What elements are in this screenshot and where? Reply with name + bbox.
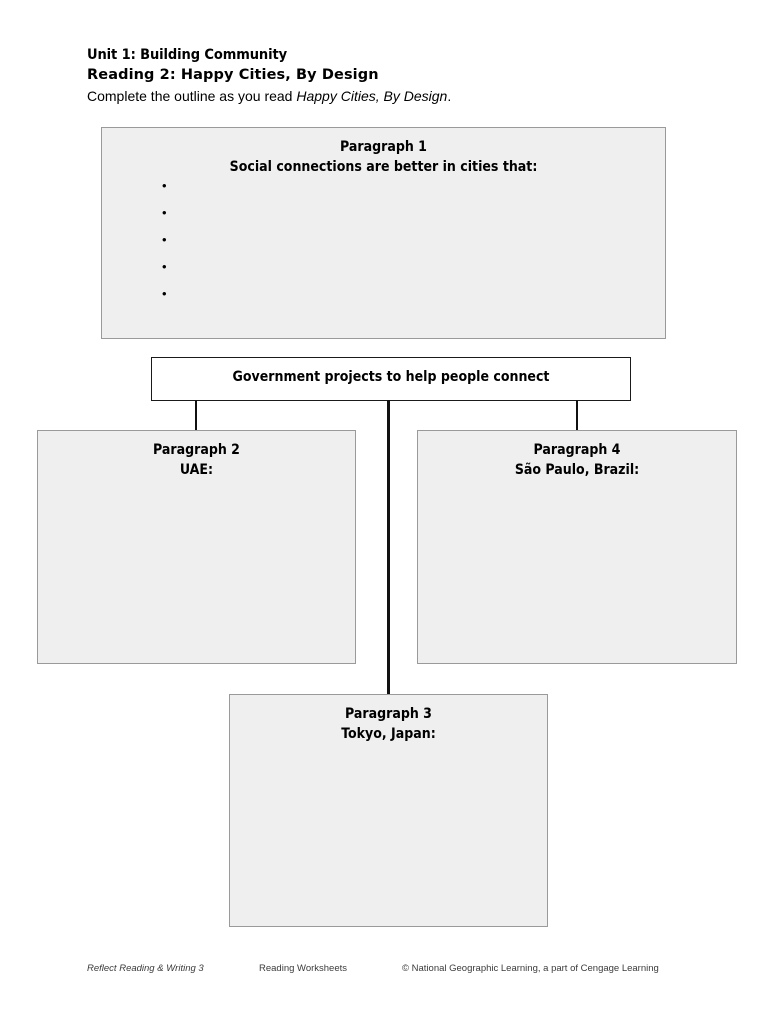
paragraph1-title: Paragraph 1 — [340, 139, 427, 155]
footer-copyright: © National Geographic Learning, a part o… — [402, 963, 659, 974]
government-projects-box[interactable]: Government projects to help people conne… — [151, 357, 631, 401]
paragraph4-box[interactable]: Paragraph 4 São Paulo, Brazil: — [417, 430, 737, 664]
instruction-book-title: Happy Cities, By Design — [296, 88, 448, 104]
page-header: Unit 1: Building Community Reading 2: Ha… — [87, 46, 707, 106]
paragraph3-title: Paragraph 3 — [345, 706, 432, 722]
paragraph4-heading-group: Paragraph 4 São Paulo, Brazil: — [418, 431, 736, 480]
instruction-line: Complete the outline as you read Happy C… — [87, 86, 707, 106]
connector-line-right — [576, 400, 578, 431]
paragraph3-subtitle: Tokyo, Japan: — [341, 726, 436, 742]
unit-title: Unit 1: Building Community — [87, 47, 288, 63]
instruction-suffix: . — [447, 88, 452, 104]
reading-title: Reading 2: Happy Cities, By Design — [87, 67, 379, 83]
footer-section: Reading Worksheets — [259, 963, 348, 974]
footer-book-title: Reflect Reading & Writing 3 — [87, 963, 204, 974]
paragraph4-title: Paragraph 4 — [533, 442, 621, 458]
government-projects-title: Government projects to help people conne… — [232, 369, 550, 385]
paragraph1-heading-group: Paragraph 1 Social connections are bette… — [102, 128, 665, 177]
page-footer: Reflect Reading & Writing 3 Reading Works… — [87, 963, 687, 974]
paragraph2-subtitle: UAE: — [179, 462, 214, 478]
instruction-prefix: Complete the outline as you read — [87, 88, 297, 104]
paragraph4-subtitle: São Paulo, Brazil: — [514, 462, 640, 478]
paragraph3-box[interactable]: Paragraph 3 Tokyo, Japan: — [229, 694, 548, 927]
paragraph2-title: Paragraph 2 — [153, 442, 240, 458]
connector-line-left — [195, 400, 197, 431]
paragraph1-box[interactable]: Paragraph 1 Social connections are bette… — [101, 127, 666, 339]
connector-line-middle — [387, 400, 390, 695]
paragraph2-box[interactable]: Paragraph 2 UAE: — [37, 430, 356, 664]
paragraph3-heading-group: Paragraph 3 Tokyo, Japan: — [230, 695, 547, 744]
paragraph2-heading-group: Paragraph 2 UAE: — [38, 431, 355, 480]
paragraph1-subtitle: Social connections are better in cities … — [229, 159, 538, 175]
